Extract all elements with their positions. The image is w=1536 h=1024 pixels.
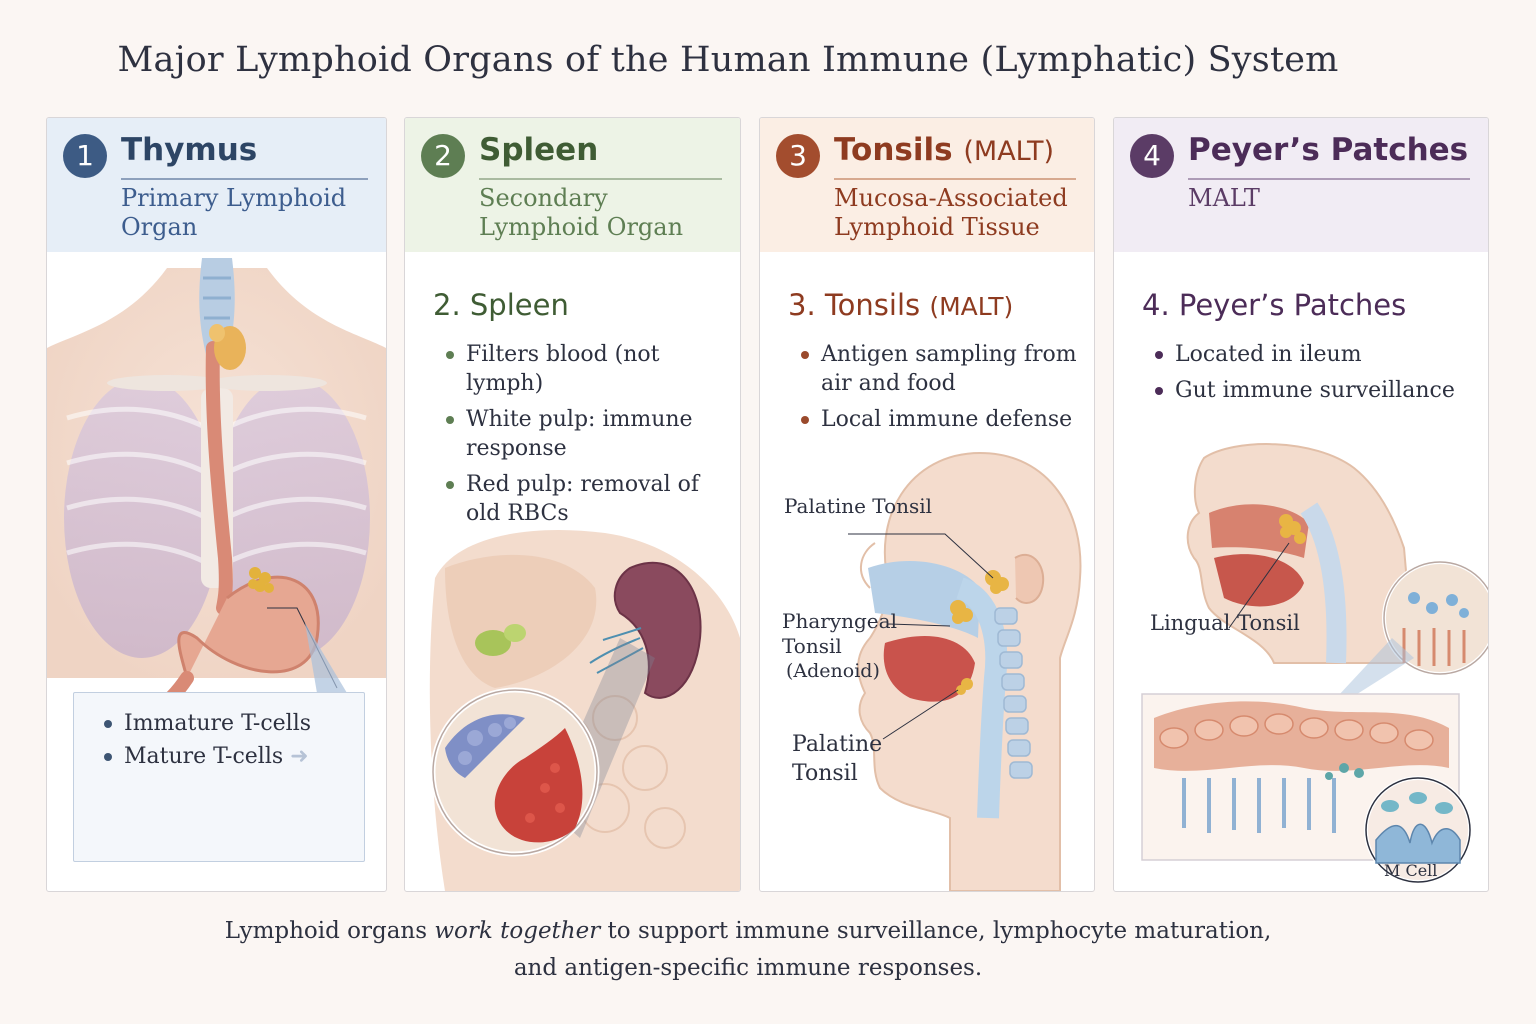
list-item: Local immune defense: [788, 405, 1078, 434]
panel-number-badge: 4: [1130, 134, 1174, 178]
header-divider: [121, 178, 368, 180]
list-item: Mature T-cells ➜: [92, 740, 311, 773]
section-heading: 4. Peyer’s Patches: [1142, 288, 1407, 322]
bullet-list: Located in ileum Gut immune surveillance: [1142, 340, 1482, 412]
list-item: White pulp: immune response: [433, 405, 733, 463]
gut-anatomy-illustration: [1141, 443, 1488, 884]
list-item: Gut immune surveillance: [1142, 376, 1482, 405]
panel-title: Tonsils (MALT): [834, 132, 1055, 168]
panel-title: Thymus: [121, 132, 258, 168]
bullet-list: Antigen sampling from air and food Local…: [788, 340, 1078, 441]
label-pharyngeal-tonsil: Pharyngeal Tonsil: [782, 609, 897, 658]
list-item: Antigen sampling from air and food: [788, 340, 1078, 398]
panel-subtitle: Secondary Lymphoid Organ: [479, 184, 684, 241]
panel-title: Spleen: [479, 132, 599, 168]
list-item: Immature T-cells: [92, 707, 311, 740]
section-heading: 3. Tonsils (MALT): [788, 288, 1014, 322]
label-lingual-tonsil: Lingual Tonsil: [1150, 611, 1300, 635]
footer-caption: Lymphoid organs work together to support…: [224, 918, 1272, 981]
panel-header: 1 Thymus Primary Lymphoid Organ: [47, 118, 386, 252]
panel-header: 3 Tonsils (MALT) Mucosa-Associated Lymph…: [760, 118, 1094, 252]
list-item: Red pulp: removal of old RBCs: [433, 470, 733, 528]
panel-subtitle: MALT: [1188, 184, 1260, 212]
head-neck-illustration: [848, 451, 1082, 891]
page-title: Major Lymphoid Organs of the Human Immun…: [117, 40, 1339, 80]
header-divider: [1188, 178, 1470, 180]
panel-title-suffix: (MALT): [963, 136, 1055, 167]
header-divider: [834, 178, 1076, 180]
section-heading-suffix: (MALT): [929, 292, 1014, 321]
tcell-info-box: Immature T-cells Mature T-cells ➜: [73, 692, 365, 862]
panel-number-badge: 2: [421, 134, 465, 178]
bullet-list: Filters blood (not lymph) White pulp: im…: [433, 340, 733, 535]
panel-thymus: 1 Thymus Primary Lymphoid Organ: [46, 117, 387, 892]
header-divider: [479, 178, 722, 180]
panel-number-badge: 1: [63, 134, 107, 178]
label-palatine-tonsil-top: Palatine Tonsil: [784, 494, 933, 518]
label-adenoid: (Adenoid): [786, 660, 880, 682]
panel-header: 4 Peyer’s Patches MALT: [1114, 118, 1488, 252]
label-palatine-tonsil-bottom: Palatine Tonsil: [792, 732, 883, 786]
panel-peyers-patches: 4 Peyer’s Patches MALT 4. Peyer’s Patche…: [1113, 117, 1489, 892]
panel-subtitle: Mucosa-Associated Lymphoid Tissue: [834, 184, 1068, 241]
panel-tonsils: 3 Tonsils (MALT) Mucosa-Associated Lymph…: [759, 117, 1095, 892]
panel-subtitle: Primary Lymphoid Organ: [121, 184, 347, 241]
panel-title: Peyer’s Patches: [1188, 132, 1469, 168]
label-m-cell: M Cell: [1384, 861, 1438, 880]
panel-header: 2 Spleen Secondary Lymphoid Organ: [405, 118, 740, 252]
panel-spleen: 2 Spleen Secondary Lymphoid Organ 2. Spl…: [404, 117, 741, 892]
list-item: Filters blood (not lymph): [433, 340, 733, 398]
panel-number-badge: 3: [776, 134, 820, 178]
arrow-right-icon: ➜: [290, 744, 309, 769]
section-heading: 2. Spleen: [433, 288, 569, 322]
list-item: Located in ileum: [1142, 340, 1482, 369]
